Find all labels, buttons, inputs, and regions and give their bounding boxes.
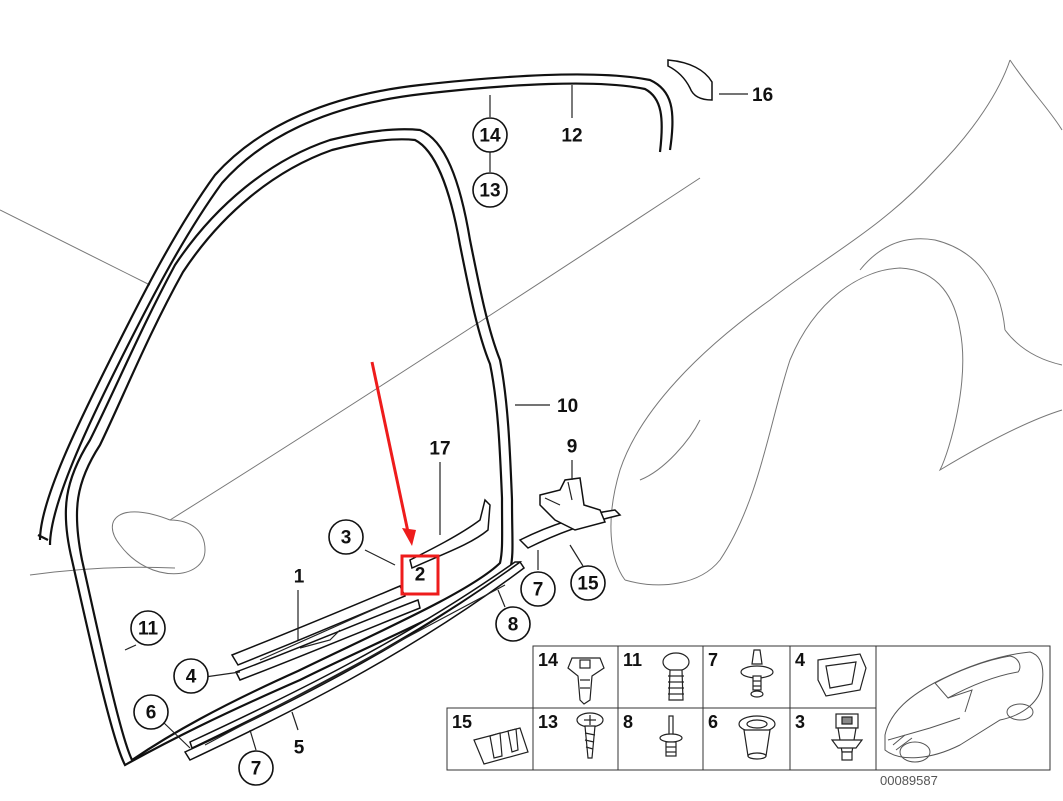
callout-7-bottom: 7 <box>251 759 262 780</box>
callout-14-circle <box>472 117 508 153</box>
highlight-box <box>400 554 440 596</box>
car-body-outline <box>0 59 1063 586</box>
callout-8: 8 <box>508 615 519 636</box>
fasteners-grid: 14 11 7 4 15 13 8 6 3 <box>446 645 1051 771</box>
expansion-rivet-icon <box>740 649 774 698</box>
bracket-clip-icon <box>473 727 529 765</box>
fir-tree-clip-icon <box>662 652 690 701</box>
grid-label-11: 11 <box>623 650 642 670</box>
corner-trim-part <box>667 59 713 101</box>
callout-3: 3 <box>341 528 352 549</box>
callout-15-circle <box>570 565 606 601</box>
screw-icon <box>576 712 604 759</box>
sill-clip-icon <box>817 653 867 697</box>
reference-number: 00089587 <box>880 773 938 788</box>
grid-label-7: 7 <box>708 650 718 670</box>
callout-13: 13 <box>479 181 500 202</box>
callout-1: 1 <box>294 567 305 588</box>
push-nut-icon <box>567 657 605 705</box>
grid-label-8: 8 <box>623 712 633 732</box>
callout-11-circle <box>130 610 166 646</box>
window-channel-seal <box>37 73 674 546</box>
callout-16: 16 <box>752 85 773 106</box>
callout-4: 4 <box>186 667 197 688</box>
clip-nut-icon <box>830 713 864 761</box>
callout-6: 6 <box>146 703 157 724</box>
callout-14: 14 <box>479 126 501 147</box>
callout-7-circle-bottom <box>238 750 274 786</box>
callouts: 16 12 14 13 10 17 9 3 2 1 7 15 8 11 4 6 … <box>130 85 773 786</box>
leader-lines <box>124 85 748 751</box>
callout-5: 5 <box>294 738 305 759</box>
callout-3-circle <box>328 519 364 555</box>
pin-rivet-icon <box>659 715 683 757</box>
sill-plate-part <box>230 585 421 681</box>
grid-label-14: 14 <box>538 650 558 670</box>
grid-label-6: 6 <box>708 712 718 732</box>
callout-10: 10 <box>557 396 578 417</box>
grid-label-3: 3 <box>795 712 805 732</box>
grid-label-15: 15 <box>452 712 472 732</box>
callout-6-circle <box>133 694 169 730</box>
callout-8-circle <box>495 606 531 642</box>
pillar-cover-part <box>409 498 491 570</box>
grid-label-4: 4 <box>795 650 805 670</box>
callout-7-circle <box>520 571 556 607</box>
rocker-trim-part <box>183 560 526 761</box>
grommet-icon <box>738 715 776 760</box>
callout-4-circle <box>173 658 209 694</box>
car-thumbnail-icon <box>884 651 1044 763</box>
callout-13-circle <box>472 172 508 208</box>
callout-11: 11 <box>138 619 159 640</box>
highlight-arrow-icon <box>370 361 416 546</box>
jack-bracket-part <box>518 477 622 549</box>
callout-15: 15 <box>577 574 599 595</box>
callout-2: 2 <box>415 565 426 586</box>
callout-17: 17 <box>429 439 450 460</box>
callout-9: 9 <box>567 437 578 458</box>
callout-12: 12 <box>561 126 582 147</box>
grid-label-13: 13 <box>538 712 558 732</box>
callout-7-right: 7 <box>533 580 544 601</box>
